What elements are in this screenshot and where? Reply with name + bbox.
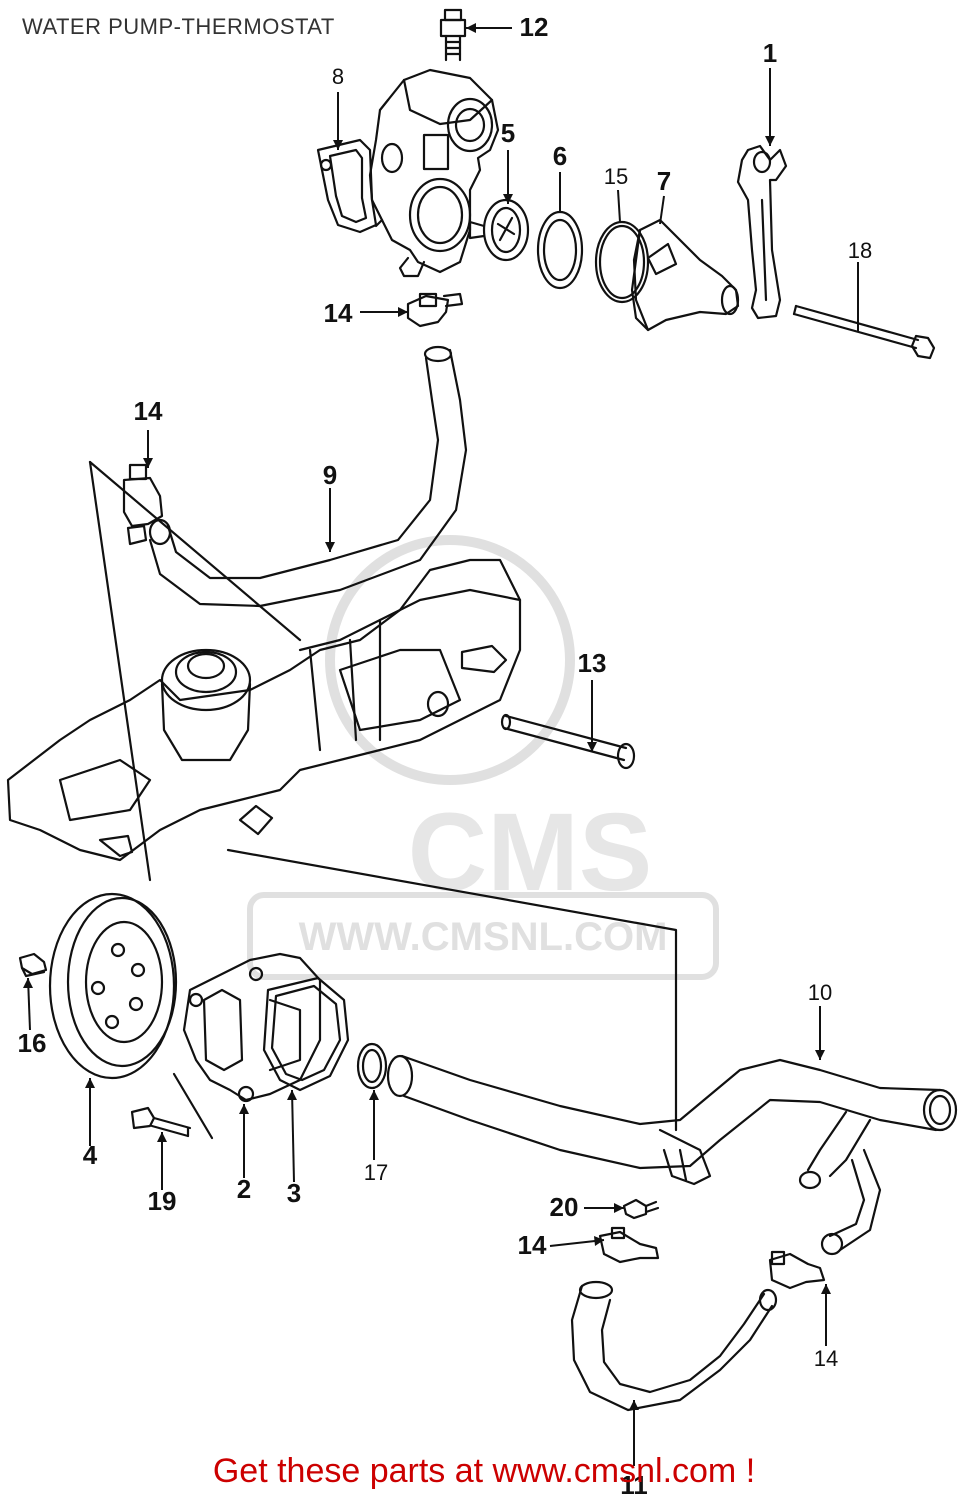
callout-3: 3 — [287, 1178, 301, 1208]
part-16-o-ring — [356, 1042, 388, 1090]
watermark-url: WWW.CMSNL.COM — [299, 915, 668, 959]
callout-7: 7 — [657, 166, 671, 196]
part-8-gasket — [316, 138, 378, 234]
part-9-hose — [148, 345, 468, 608]
part-10-water-pipe — [386, 1054, 958, 1256]
watermark: WWW.CMSNL.COM CMS — [247, 535, 719, 980]
part-14-clamp-lower — [598, 1226, 660, 1264]
callout-17: 20 — [550, 1192, 579, 1222]
callout-labels: 12 8 5 6 15 7 1 18 14 14 9 13 10 16 4 19… — [18, 12, 873, 1500]
part-1-bracket — [736, 144, 788, 320]
callout-19: 19 — [148, 1186, 177, 1216]
thermostat-housing — [368, 68, 500, 278]
callout-14-top: 14 — [324, 298, 353, 328]
part-17-bolt — [622, 1198, 660, 1220]
part-3-gasket — [262, 976, 350, 1092]
part-14-clamp-left — [122, 463, 164, 546]
part-7-thermostat-cover — [630, 218, 740, 332]
part-12-sensor — [439, 8, 467, 62]
part-4-pulley — [48, 892, 178, 1080]
part-15-o-ring — [594, 220, 650, 304]
callout-18: 16 — [18, 1028, 47, 1058]
part-14-clamp-top — [406, 292, 464, 328]
callout-10: 10 — [808, 980, 832, 1005]
callout-6: 6 — [553, 141, 567, 171]
callout-14-right: 14 — [814, 1346, 838, 1371]
part-5-thermostat — [468, 198, 530, 262]
callout-4: 4 — [83, 1140, 98, 1170]
callout-20: 18 — [848, 238, 872, 263]
callout-13: 13 — [578, 648, 607, 678]
callout-5: 5 — [501, 118, 515, 148]
part-19-bolt — [130, 1072, 214, 1140]
callout-14-left: 14 — [134, 396, 163, 426]
engine-block-section — [6, 460, 678, 1132]
leader-arrowheads — [23, 23, 831, 1410]
part-6-gasket — [536, 210, 584, 290]
callout-1: 1 — [763, 38, 777, 68]
callout-15: 15 — [604, 164, 628, 189]
callout-9: 9 — [323, 460, 337, 490]
watermark-logo: CMS — [408, 791, 652, 914]
footer-link-text[interactable]: Get these parts at www.cmsnl.com ! — [212, 1452, 756, 1490]
part-14-clamp-right — [768, 1250, 826, 1290]
callout-8: 8 — [332, 64, 344, 89]
callout-11: 11 — [620, 1470, 648, 1500]
callout-14-lower: 14 — [518, 1230, 547, 1260]
part-13-pipe — [500, 713, 636, 770]
callout-2: 2 — [237, 1174, 251, 1204]
part-18-bolt — [18, 952, 48, 978]
callout-16: 17 — [364, 1160, 388, 1185]
part-20-bolt — [792, 304, 936, 360]
diagram-title: WATER PUMP-THERMOSTAT — [22, 14, 335, 39]
callout-12: 12 — [520, 12, 549, 42]
part-11-hose — [570, 1280, 778, 1412]
